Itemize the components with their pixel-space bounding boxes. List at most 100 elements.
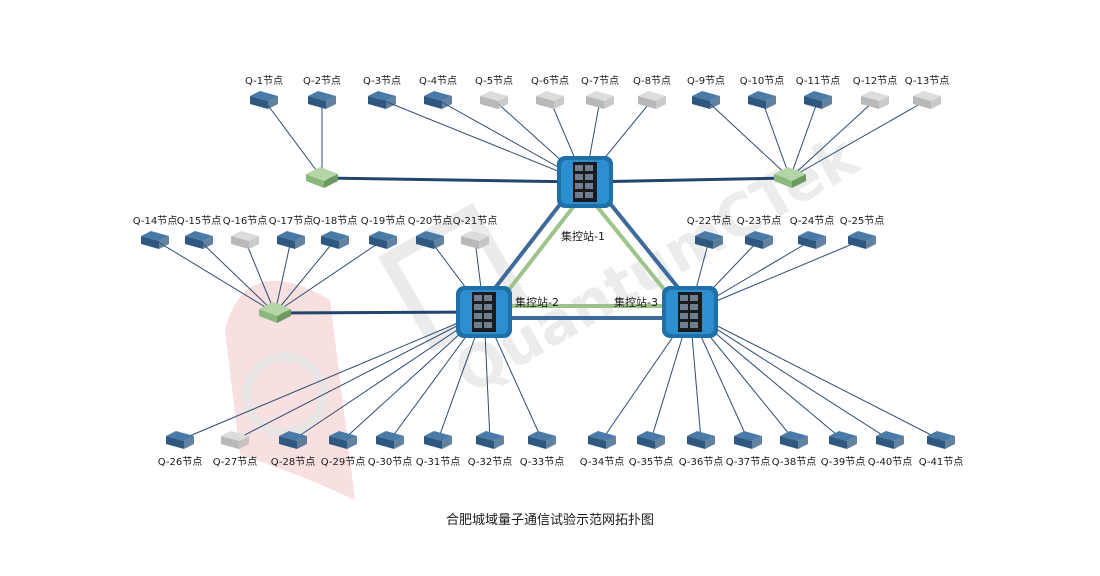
node-device-icon <box>476 431 504 449</box>
access-link <box>705 99 791 179</box>
control-station-server-icon <box>557 156 613 208</box>
node-label: Q-21节点 <box>453 215 497 227</box>
node-device-icon <box>692 91 720 109</box>
node-device-icon <box>231 231 259 249</box>
node-device-icon <box>424 431 452 449</box>
access-link <box>381 99 586 183</box>
node-label: Q-19节点 <box>361 215 405 227</box>
access-link <box>789 99 876 179</box>
node-label: Q-13节点 <box>905 75 949 87</box>
node-label: Q-29节点 <box>321 456 365 468</box>
node-device-icon <box>913 91 941 109</box>
node-label: Q-33节点 <box>520 456 564 468</box>
node-label: Q-10节点 <box>740 75 784 87</box>
node-label: Q-25节点 <box>840 215 884 227</box>
node-label: Q-20节点 <box>408 215 452 227</box>
diagram-caption: 合肥城域量子通信试验示范网拓扑图 <box>445 513 654 528</box>
node-label: Q-15节点 <box>177 215 221 227</box>
access-link <box>263 99 323 179</box>
node-device-icon <box>927 431 955 449</box>
node-device-icon <box>848 231 876 249</box>
station-label: 集控站-2 <box>515 295 559 309</box>
access-link <box>179 311 485 441</box>
node-label: Q-5节点 <box>475 75 513 87</box>
node-device-icon <box>588 431 616 449</box>
node-device-icon <box>638 91 666 109</box>
node-label: Q-14节点 <box>133 215 177 227</box>
node-label: Q-41节点 <box>919 456 963 468</box>
node-device-icon <box>861 91 889 109</box>
node-device-icon <box>586 91 614 109</box>
node-device-icon <box>321 231 349 249</box>
node-device-icon <box>748 91 776 109</box>
switch-icon <box>774 167 806 188</box>
node-device-icon <box>876 431 904 449</box>
control-station-server-icon <box>662 286 718 338</box>
node-label: Q-30节点 <box>368 456 412 468</box>
access-link <box>274 239 384 314</box>
access-link <box>292 311 485 441</box>
node-device-icon <box>277 231 305 249</box>
access-link <box>244 239 276 314</box>
node-label: Q-40节点 <box>868 456 912 468</box>
node-label: Q-12节点 <box>853 75 897 87</box>
node-device-icon <box>637 431 665 449</box>
node-label: Q-35节点 <box>629 456 673 468</box>
node-label: Q-17节点 <box>269 215 313 227</box>
node-device-icon <box>687 431 715 449</box>
node-label: Q-34节点 <box>580 456 624 468</box>
network-devices <box>141 91 955 449</box>
switch-icon <box>259 302 291 323</box>
node-device-icon <box>480 91 508 109</box>
access-link <box>198 239 276 314</box>
node-label: Q-32节点 <box>468 456 512 468</box>
node-label: Q-28节点 <box>271 456 315 468</box>
node-device-icon <box>424 91 452 109</box>
node-label: Q-4节点 <box>419 75 457 87</box>
node-device-icon <box>368 91 396 109</box>
node-label: Q-2节点 <box>303 75 341 87</box>
node-device-icon <box>250 91 278 109</box>
node-device-icon <box>308 91 336 109</box>
node-label: Q-36节点 <box>679 456 723 468</box>
node-label: Q-16节点 <box>223 215 267 227</box>
trunk-link <box>274 310 485 315</box>
watermark-logo-shape <box>225 280 355 500</box>
node-device-icon <box>166 431 194 449</box>
trunk-link <box>584 176 791 184</box>
node-device-icon <box>376 431 404 449</box>
node-label: Q-7节点 <box>581 75 619 87</box>
node-label: Q-27节点 <box>213 456 257 468</box>
trunk-link <box>321 176 586 184</box>
node-device-icon <box>461 231 489 249</box>
node-device-icon <box>185 231 213 249</box>
node-device-icon <box>829 431 857 449</box>
node-device-icon <box>416 231 444 249</box>
node-device-icon <box>528 431 556 449</box>
node-label: Q-38节点 <box>772 456 816 468</box>
node-label: Q-31节点 <box>416 456 460 468</box>
node-label: Q-3节点 <box>363 75 401 87</box>
access-link <box>274 239 292 314</box>
node-label: Q-39节点 <box>821 456 865 468</box>
node-device-icon <box>221 431 249 449</box>
node-device-icon <box>369 231 397 249</box>
node-device-icon <box>798 231 826 249</box>
node-label: Q-8节点 <box>633 75 671 87</box>
access-link <box>761 99 791 179</box>
node-device-icon <box>279 431 307 449</box>
node-label: Q-23节点 <box>737 215 781 227</box>
node-label: Q-24节点 <box>790 215 834 227</box>
node-device-icon <box>734 431 762 449</box>
node-device-icon <box>695 231 723 249</box>
access-link <box>689 311 891 441</box>
node-device-icon <box>745 231 773 249</box>
node-device-icon <box>780 431 808 449</box>
access-link <box>689 311 942 441</box>
access-link <box>154 239 276 314</box>
node-label: Q-18节点 <box>313 215 357 227</box>
control-station-server-icon <box>456 286 512 338</box>
access-link <box>789 99 928 179</box>
